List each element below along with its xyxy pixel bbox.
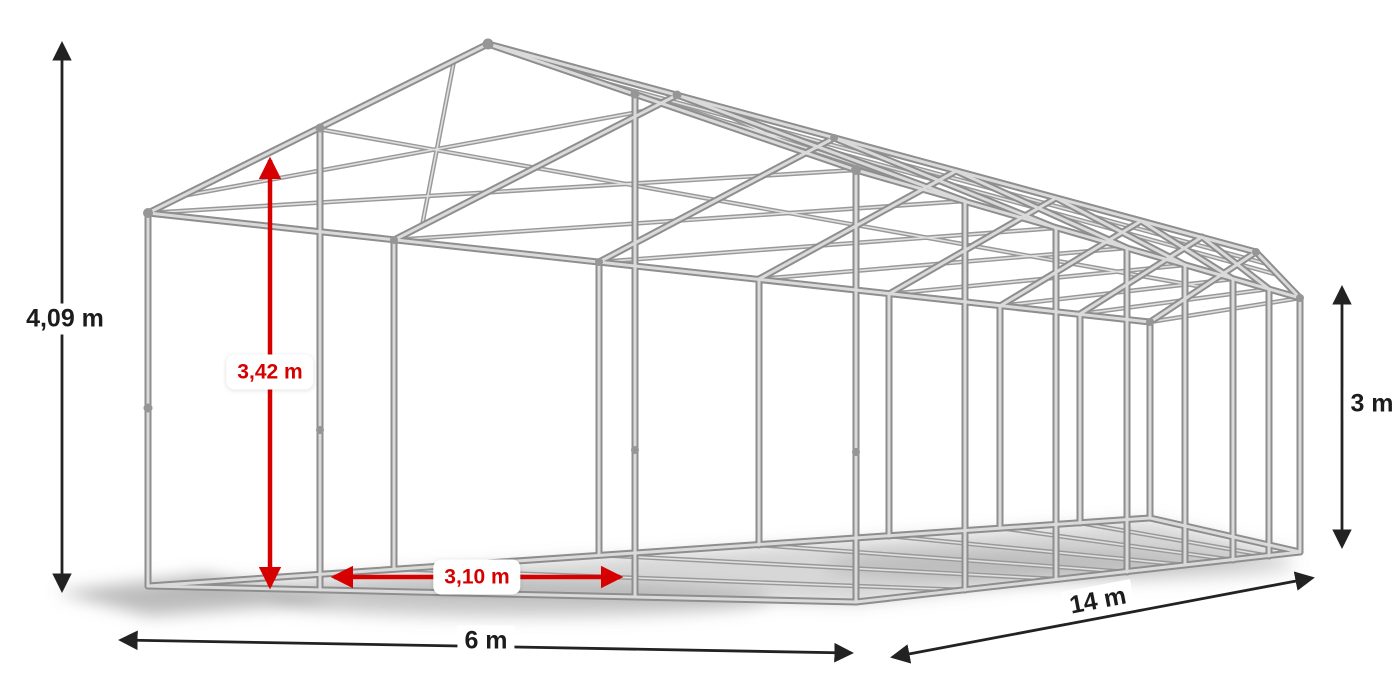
total-height-label: 4,09 m bbox=[19, 303, 111, 335]
side-height-label: 3 m bbox=[1343, 388, 1400, 420]
frame-joints bbox=[143, 38, 1304, 456]
entrance-width-label: 3,10 m bbox=[433, 559, 521, 595]
tent-frame bbox=[143, 38, 1304, 603]
length-arrow bbox=[890, 571, 1315, 664]
inner-height-label: 3,42 m bbox=[226, 354, 314, 390]
width-label: 6 m bbox=[457, 625, 515, 657]
